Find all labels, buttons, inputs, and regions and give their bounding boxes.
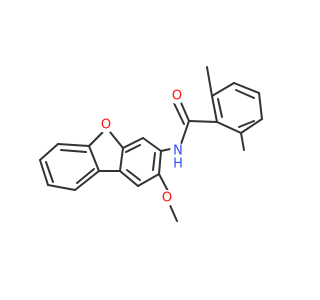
bond: [119, 147, 124, 172]
bond-carbonyl-inner: [172, 100, 185, 125]
molecule-structure: O O N H O: [39, 66, 263, 222]
atom-label-methoxy-oxygen: O: [162, 191, 172, 206]
bond: [39, 143, 59, 161]
bond-double-inner: [45, 161, 54, 183]
bond-double-inner: [217, 98, 223, 118]
atom-methoxy-oxygen: O: [159, 190, 175, 206]
bond: [142, 137, 162, 152]
bond-double-inner: [152, 152, 156, 171]
bond: [179, 120, 190, 148]
bond: [240, 118, 263, 134]
bond: [211, 95, 218, 123]
bond: [122, 137, 144, 149]
bond: [57, 143, 90, 147]
bond-layer: [39, 66, 263, 222]
bond-methyl: [240, 132, 245, 151]
bond-methoxy: [158, 173, 170, 194]
bond-double-inner: [126, 169, 141, 181]
atom-label-layer: O O N H O: [98, 88, 186, 206]
bond-double-inner: [235, 89, 255, 99]
bond-methyl: [206, 66, 213, 97]
atom-label-amide-hydrogen: H: [173, 157, 183, 172]
atom-furan-oxygen: O: [98, 117, 114, 133]
atom-label-amide-oxygen: O: [172, 89, 182, 104]
bond-double-inner: [238, 120, 255, 128]
bond-double-inner: [60, 149, 87, 153]
bond: [74, 170, 100, 191]
bond: [109, 131, 124, 149]
atom-label-furan-oxygen: O: [101, 118, 111, 133]
bond-methoxy: [168, 202, 178, 222]
bond: [88, 145, 100, 172]
bond: [233, 82, 260, 94]
bond: [88, 131, 104, 147]
bond: [137, 173, 160, 187]
bond: [158, 150, 162, 175]
bond: [188, 120, 218, 123]
bond: [119, 170, 139, 187]
atom-amide-oxygen: O: [169, 88, 185, 104]
bond: [216, 121, 242, 134]
bond: [211, 82, 235, 97]
atom-label-amide-nitrogen: N: [173, 144, 183, 159]
atom-amide-hydrogen: H: [172, 157, 184, 172]
bond: [258, 92, 263, 120]
bond-double-inner: [76, 168, 95, 184]
bond: [39, 159, 49, 186]
bond-double-inner: [125, 144, 141, 153]
bond: [47, 184, 76, 191]
atom-amide-nitrogen: N: [170, 143, 186, 159]
